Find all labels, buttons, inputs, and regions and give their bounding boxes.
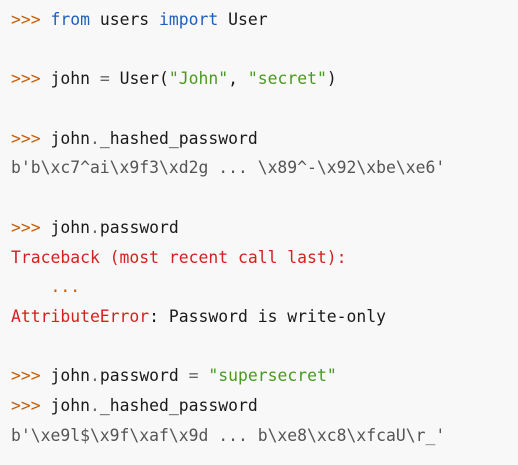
- code-token: john: [50, 366, 90, 386]
- operator-token: =: [188, 366, 199, 386]
- output-text: b'\xe9l$\x9f\xaf\x9d ... b\xe8\xc8\xfcaU…: [11, 425, 446, 445]
- input-line: >>> john._hashed_password: [11, 124, 518, 154]
- code-token: john: [50, 128, 90, 148]
- code-token: john: [50, 69, 100, 89]
- operator-token: =: [99, 69, 110, 89]
- keyword-token: import: [159, 10, 219, 29]
- input-line: >>> from users import User: [11, 5, 518, 35]
- code-token: users: [89, 10, 160, 29]
- blank-line: [11, 183, 518, 213]
- prompt: >>>: [11, 366, 41, 386]
- traceback-ellipsis: ...: [11, 272, 518, 302]
- code-token: _hashed_password: [99, 128, 258, 148]
- prompt: >>>: [11, 10, 41, 29]
- traceback-text: Traceback (most recent call last):: [11, 247, 347, 267]
- traceback-line: Traceback (most recent call last):: [11, 243, 518, 273]
- code-token: john: [50, 395, 90, 415]
- operator-token: .: [89, 366, 100, 386]
- ellipsis-text: ...: [11, 277, 81, 297]
- operator-token: .: [89, 395, 100, 415]
- code-token: User: [218, 10, 268, 29]
- blank-line: [11, 35, 518, 65]
- input-line: >>> john.password: [11, 213, 518, 243]
- code-token: [199, 366, 209, 385]
- code-token: password: [99, 366, 189, 386]
- input-line: >>> john.password = "supersecret": [11, 361, 518, 391]
- string-token: "supersecret": [208, 366, 337, 386]
- prompt: >>>: [11, 395, 41, 415]
- code-token: ): [326, 69, 337, 89]
- prompt: >>>: [11, 217, 41, 237]
- input-line: >>> john = User("John", "secret"): [11, 64, 518, 94]
- keyword-token: from: [50, 10, 90, 29]
- output-line: b'\xe9l$\x9f\xaf\x9d ... b\xe8\xc8\xfcaU…: [11, 421, 518, 451]
- code-token: ,: [228, 69, 248, 89]
- prompt: >>>: [11, 69, 41, 89]
- error-type: AttributeError: [11, 306, 150, 326]
- error-line: AttributeError: Password is write-only: [11, 302, 518, 332]
- blank-line: [11, 332, 518, 362]
- input-line: >>> john._hashed_password: [11, 391, 518, 421]
- code-token: _hashed_password: [99, 395, 258, 415]
- code-token: password: [99, 217, 179, 237]
- prompt: >>>: [11, 128, 41, 148]
- code-token: john: [50, 217, 90, 237]
- string-token: "secret": [247, 69, 327, 89]
- code-token: User(: [109, 69, 169, 89]
- output-line: b'b\xc7^ai\x9f3\xd2g ... \x89^-\x92\xbe\…: [11, 153, 518, 183]
- operator-token: .: [89, 128, 100, 148]
- blank-line: [11, 94, 518, 124]
- operator-token: .: [89, 217, 100, 237]
- error-message: : Password is write-only: [149, 306, 386, 326]
- output-text: b'b\xc7^ai\x9f3\xd2g ... \x89^-\x92\xbe\…: [11, 158, 446, 178]
- string-token: "John": [168, 69, 229, 89]
